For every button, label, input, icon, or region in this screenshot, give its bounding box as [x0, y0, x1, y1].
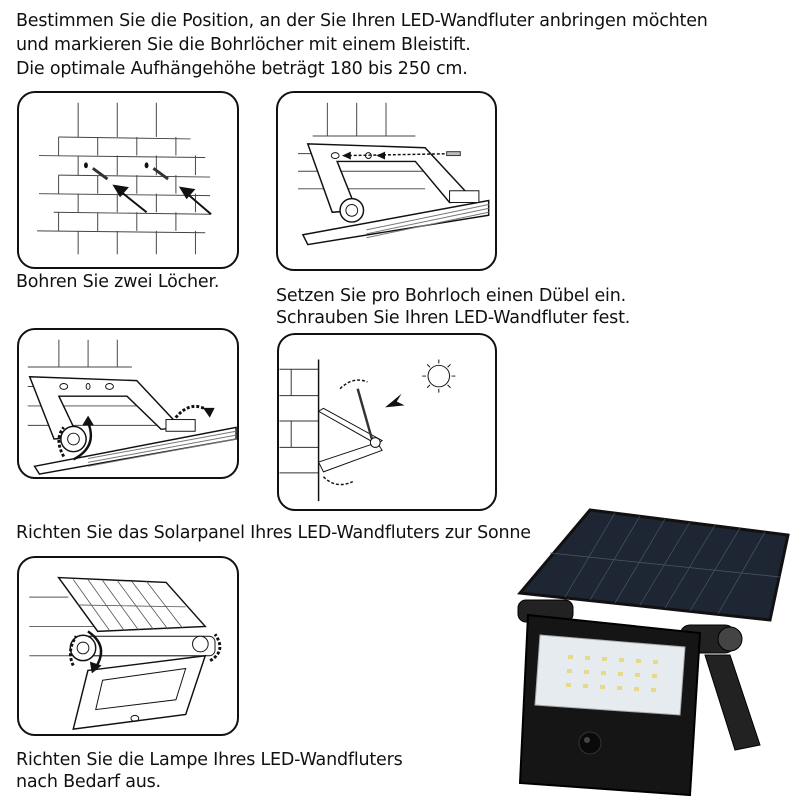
motion-sensor-icon	[578, 731, 602, 755]
knob-rotate-icon	[27, 339, 237, 475]
lamp-tilt-icon	[29, 576, 222, 730]
intro-line-2: und markieren Sie die Bohrlöcher mit ein…	[16, 35, 471, 55]
illustration-drill-holes	[17, 91, 239, 269]
illustration-adjust-lamp	[17, 556, 239, 736]
product-photo-solar-floodlight	[490, 505, 800, 800]
step-2-caption-line-1: Setzen Sie pro Bohrloch einen Dübel ein.	[276, 286, 626, 306]
intro-line-3: Die optimale Aufhängehöhe beträgt 180 bi…	[16, 59, 468, 79]
illustration-adjust-knobs	[17, 328, 239, 479]
step-5-caption-line-1: Richten Sie die Lampe Ihres LED-Wandflut…	[16, 750, 403, 770]
sun-icon	[422, 359, 456, 393]
illustration-mount-bracket	[276, 91, 497, 271]
brick-wall-icon	[37, 102, 212, 255]
illustration-panel-sun	[277, 333, 497, 511]
step-2-caption-line-2: Schrauben Sie Ihren LED-Wandfluter fest.	[276, 308, 631, 328]
step-4-caption: Richten Sie das Solarpanel Ihres LED-Wan…	[16, 523, 531, 543]
sun-direction-icon	[279, 359, 456, 502]
step-5-caption-line-2: nach Bedarf aus.	[16, 772, 161, 792]
step-1-caption: Bohren Sie zwei Löcher.	[16, 272, 220, 292]
intro-line-1: Bestimmen Sie die Position, an der Sie I…	[16, 11, 708, 31]
bracket-screw-icon	[298, 102, 490, 246]
solar-panel-icon	[517, 508, 790, 622]
